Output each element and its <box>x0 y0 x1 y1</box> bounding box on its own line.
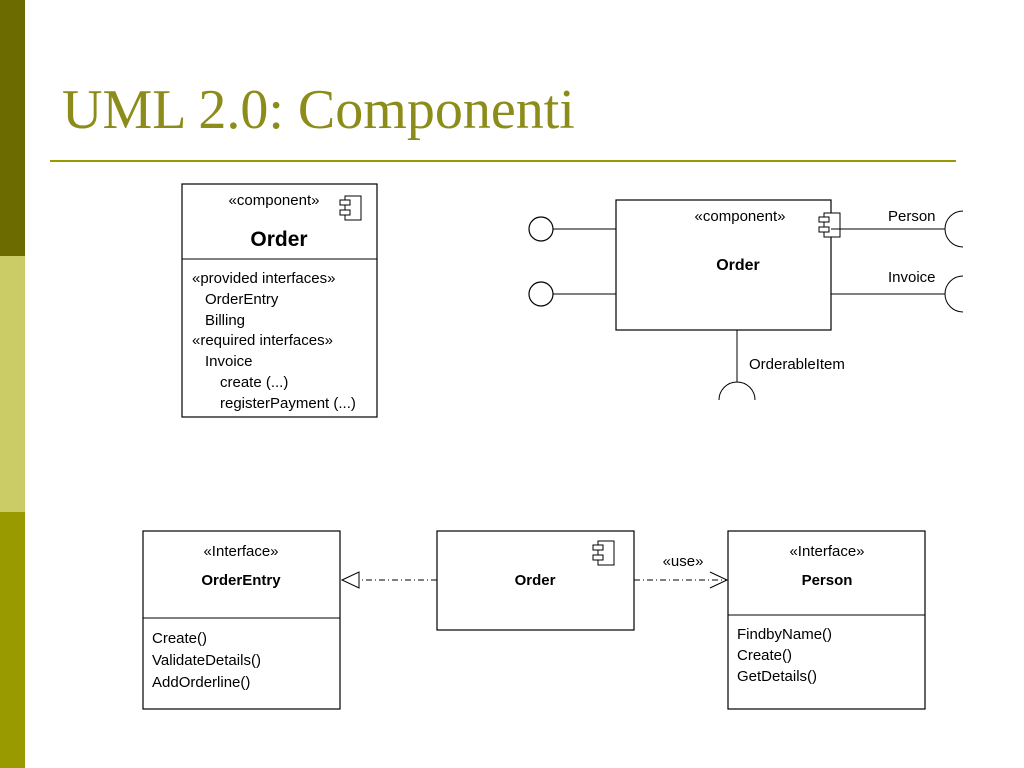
operation: AddOrderline() <box>152 674 250 691</box>
required-interface-invoice: Invoice <box>888 269 936 286</box>
title-underline <box>50 160 956 162</box>
component-name: Order <box>515 572 556 589</box>
slide-title: UML 2.0: Componenti <box>62 79 575 141</box>
component-stereotype: «component» <box>695 208 786 225</box>
interface-billing: Billing <box>205 312 245 329</box>
side-bar-top <box>0 0 25 256</box>
required-interface-orderableitem: OrderableItem <box>749 356 845 373</box>
required-interface-socket <box>718 381 756 401</box>
operation-create: create (...) <box>220 374 288 391</box>
required-interface-socket <box>944 210 964 248</box>
interface-invoice: Invoice <box>205 353 253 370</box>
provided-interface-lollipop <box>528 281 554 307</box>
required-interface-socket <box>944 275 964 313</box>
interface-diagram: «Interface» OrderEntry Create() Validate… <box>142 530 926 710</box>
provided-interface-lollipop <box>528 216 554 242</box>
side-bar-bottom <box>0 512 25 768</box>
component-box-order-detailed: «component» Order «provided interfaces» … <box>181 183 378 418</box>
interface-stereotype: «Interface» <box>789 543 864 560</box>
operation: GetDetails() <box>737 668 817 685</box>
operation: Create() <box>152 630 207 647</box>
component-box-order-interfaces: «component» Order Person Invoice Orderab… <box>528 199 964 401</box>
provided-interfaces-label: «provided interfaces» <box>192 270 335 287</box>
interface-box-person: «Interface» Person FindbyName() Create()… <box>727 530 926 710</box>
usage-label: «use» <box>663 553 704 570</box>
component-box-order-center: Order <box>436 530 635 631</box>
side-bar-middle <box>0 256 25 512</box>
interface-box-orderentry: «Interface» OrderEntry Create() Validate… <box>142 530 341 710</box>
component-name: Order <box>716 257 760 274</box>
operation: FindbyName() <box>737 626 832 643</box>
operation-registerpayment: registerPayment (...) <box>220 395 356 412</box>
usage-arrowhead <box>709 571 729 589</box>
required-interfaces-label: «required interfaces» <box>192 332 333 349</box>
interface-name: OrderEntry <box>201 572 281 589</box>
operation: Create() <box>737 647 792 664</box>
realization-arrowhead <box>340 571 360 589</box>
interface-orderentry: OrderEntry <box>205 291 279 308</box>
interface-name: Person <box>802 572 853 589</box>
interface-stereotype: «Interface» <box>203 543 278 560</box>
required-interface-person: Person <box>888 208 936 225</box>
component-stereotype: «component» <box>229 192 320 209</box>
operation: ValidateDetails() <box>152 652 261 669</box>
component-name: Order <box>250 228 307 251</box>
